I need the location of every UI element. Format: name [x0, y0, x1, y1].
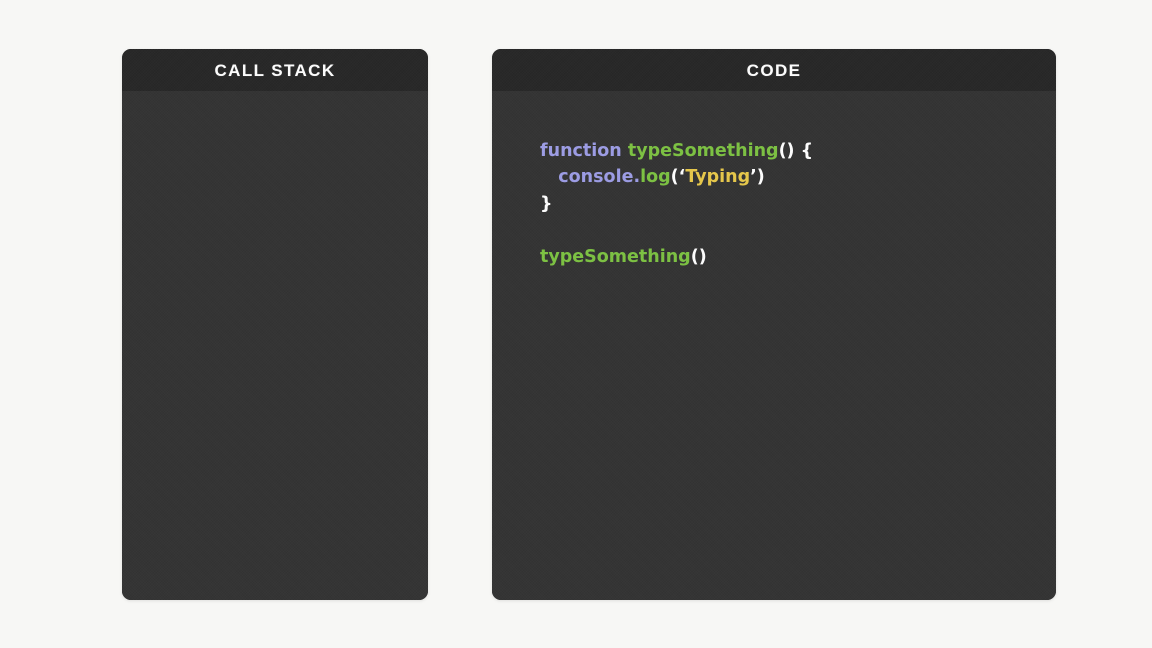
code-header: CODE — [492, 49, 1056, 91]
code-line: console.log(‘Typing’) — [540, 164, 1040, 191]
code-token-string: Typing — [685, 167, 751, 187]
code-token-keyword: function — [540, 140, 622, 161]
code-token-method: log — [640, 167, 671, 187]
call-stack-title: CALL STACK — [214, 60, 336, 80]
call-stack-body — [122, 91, 428, 600]
code-editor[interactable]: function typeSomething() { console.log(‘… — [540, 138, 1040, 271]
code-body: function typeSomething() { console.log(‘… — [492, 91, 1056, 600]
code-line: function typeSomething() { — [540, 138, 1040, 165]
call-stack-header: CALL STACK — [122, 49, 428, 91]
code-token-punct: } — [540, 193, 553, 214]
code-token-func: typeSomething — [540, 246, 691, 267]
code-panel: CODE function typeSomething() { console.… — [492, 49, 1056, 600]
code-token-punct: () — [690, 246, 707, 267]
code-token-punct: ’) — [750, 167, 765, 187]
code-line: } — [540, 191, 1040, 218]
code-line: ​ — [540, 217, 1040, 244]
code-token-object: . — [633, 167, 641, 187]
code-token-punct: () { — [778, 140, 814, 161]
code-title: CODE — [746, 60, 802, 80]
code-token-object: console — [558, 167, 634, 187]
code-token-punct: (‘ — [670, 167, 686, 187]
code-token-func: typeSomething — [627, 140, 779, 161]
code-line: typeSomething() — [540, 244, 1040, 271]
code-token-plain — [540, 167, 558, 187]
call-stack-panel: CALL STACK — [122, 49, 428, 600]
